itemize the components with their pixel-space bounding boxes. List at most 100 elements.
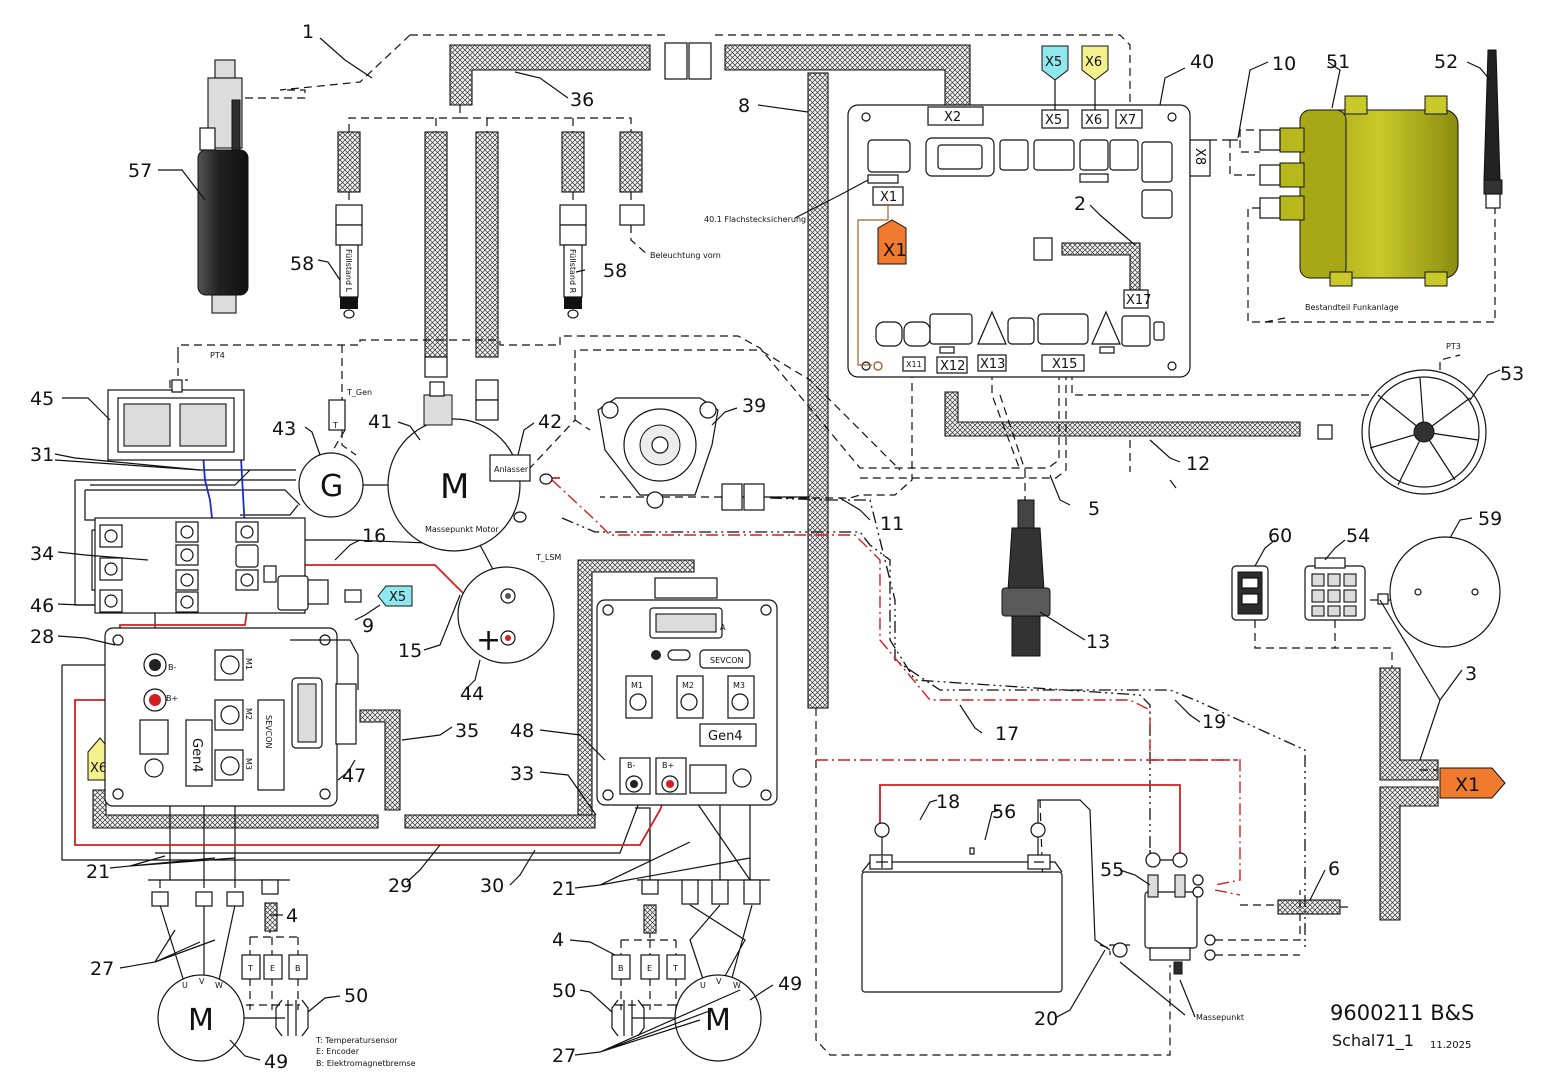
- svg-text:W: W: [733, 981, 741, 990]
- callout-9: 9: [362, 615, 374, 637]
- drawing-date: 11.2025: [1430, 1040, 1471, 1051]
- svg-text:E: E: [270, 964, 275, 973]
- callout-35: 35: [455, 720, 479, 742]
- svg-text:M1: M1: [244, 658, 253, 670]
- conn-x17-label: X17: [1126, 293, 1151, 308]
- massepunkt-label: Massepunkt: [1196, 1013, 1244, 1022]
- callout-42: 42: [538, 411, 562, 433]
- svg-text:M3: M3: [733, 681, 745, 690]
- level-sensor-left: Füllstand L: [335, 204, 363, 319]
- svg-text:X6: X6: [90, 761, 107, 776]
- motor-connectors-left: T E B: [151, 879, 308, 980]
- conn-x6-label: X6: [1085, 113, 1102, 128]
- svg-text:T: Temperatursensor: T: Temperatursensor: [315, 1036, 398, 1045]
- bestandteil-label: Bestandteil Funkanlage: [1305, 303, 1399, 312]
- callout-34: 34: [30, 543, 54, 565]
- flachsteck-label: 40.1 Flachstecksicherung: [704, 215, 806, 224]
- callout-numbers: 1 36 8 40 10 51 52 2 57 58 58 53 12 5 11…: [30, 21, 1524, 1073]
- callout-44: 44: [460, 683, 484, 705]
- anlasser-label: Anlasser: [494, 465, 529, 474]
- component-39: [597, 397, 765, 511]
- callout-6: 6: [1328, 858, 1340, 880]
- svg-text:U: U: [182, 981, 188, 990]
- callout-43: 43: [272, 418, 296, 440]
- callout-56: 56: [992, 801, 1016, 823]
- callout-59: 59: [1478, 508, 1502, 530]
- callout-17: 17: [995, 723, 1019, 745]
- callout-21b: 21: [552, 878, 576, 900]
- callout-20: 20: [1034, 1008, 1058, 1030]
- radio-unit-51: Bestandteil Funkanlage: [1259, 95, 1459, 312]
- callout-52: 52: [1434, 51, 1458, 73]
- harness-35: [359, 709, 401, 811]
- svg-text:Gen4: Gen4: [708, 729, 743, 744]
- callout-8: 8: [738, 95, 750, 117]
- svg-text:M2: M2: [244, 708, 253, 720]
- harness-12: [944, 391, 1301, 437]
- terminal-block-34: [94, 517, 362, 614]
- svg-text:X6: X6: [1085, 55, 1102, 70]
- red-dashdot-wires: [551, 479, 1241, 896]
- drawing-number: 9600211 B&S: [1330, 1001, 1474, 1025]
- callout-57: 57: [128, 160, 152, 182]
- title-block: 9600211 B&S Schal71_1 11.2025: [1330, 1001, 1474, 1051]
- callout-27b: 27: [552, 1045, 576, 1067]
- conn-x5-label: X5: [1045, 113, 1062, 128]
- component-59: [1389, 536, 1501, 648]
- svg-text:E: Encoder: E: Encoder: [316, 1047, 360, 1056]
- conn-x12-label: X12: [940, 359, 965, 374]
- callout-54: 54: [1346, 525, 1370, 547]
- conn-x7-label: X7: [1119, 113, 1136, 128]
- callout-5: 5: [1088, 498, 1100, 520]
- svg-text:T_LSM: T_LSM: [535, 553, 561, 562]
- tag-x6-top: X6: [1081, 45, 1109, 110]
- callout-12: 12: [1186, 453, 1210, 475]
- callout-53: 53: [1500, 363, 1524, 385]
- component-45: PT4: [107, 351, 245, 461]
- actuator-57: [197, 59, 249, 314]
- callout-13: 13: [1086, 631, 1110, 653]
- svg-text:E: E: [647, 964, 652, 973]
- svg-text:T: T: [672, 964, 678, 973]
- callout-31: 31: [30, 444, 54, 466]
- svg-text:T_Gen: T_Gen: [346, 388, 372, 397]
- callout-1: 1: [302, 21, 314, 43]
- drive-motor-right: M U V W: [611, 974, 762, 1062]
- svg-text:B: Elektromagnetbremse: B: Elektromagnetbremse: [316, 1059, 416, 1068]
- level-sensor-right: Füllstand R: [559, 204, 587, 319]
- svg-text:M1: M1: [631, 681, 643, 690]
- fuellstand-l-label: Füllstand L: [344, 249, 353, 293]
- control-unit-40: X2 X5 X6 X7 X8 X1 X17: [704, 104, 1211, 378]
- svg-text:M: M: [188, 1003, 214, 1038]
- svg-text:M3: M3: [244, 758, 253, 770]
- massepunkt-motor-label: Massepunkt Motor: [425, 525, 499, 534]
- callout-49b: 49: [778, 973, 802, 995]
- svg-text:B-: B-: [168, 663, 176, 672]
- drive-motor-left: M U V W: [157, 974, 309, 1062]
- conn-x2-label: X2: [944, 110, 961, 125]
- conn-x8-label: X8: [1192, 148, 1207, 165]
- callout-4b: 4: [552, 929, 564, 951]
- top-connector-row: [867, 137, 1173, 219]
- svg-text:X1: X1: [883, 240, 907, 261]
- harness-6: [1277, 899, 1341, 915]
- legend-teb: T: Temperatursensor E: Encoder B: Elektr…: [315, 1036, 416, 1068]
- capacitor-44: +: [457, 566, 555, 664]
- callout-10: 10: [1272, 53, 1296, 75]
- beleuchtung-label: Beleuchtung vorn: [650, 251, 721, 260]
- svg-text:M: M: [705, 1003, 731, 1038]
- callout-16: 16: [362, 525, 386, 547]
- callout-58a: 58: [290, 253, 314, 275]
- svg-text:X5: X5: [389, 590, 406, 605]
- harness-3: [1379, 667, 1439, 921]
- svg-text:X1: X1: [1455, 774, 1480, 796]
- svg-text:+: +: [476, 623, 501, 658]
- callout-50a: 50: [344, 985, 368, 1007]
- switch-54: [1304, 557, 1389, 621]
- controller-47: B- B+ Gen4 M1 M2 M3 SEVCON: [104, 627, 359, 807]
- battery-56: [861, 822, 1063, 993]
- callout-48: 48: [510, 720, 534, 742]
- callout-11: 11: [880, 513, 904, 535]
- motor-41: M Anlasser Massepunkt Motor T_LSM: [387, 381, 561, 562]
- conn-x13-label: X13: [980, 357, 1005, 372]
